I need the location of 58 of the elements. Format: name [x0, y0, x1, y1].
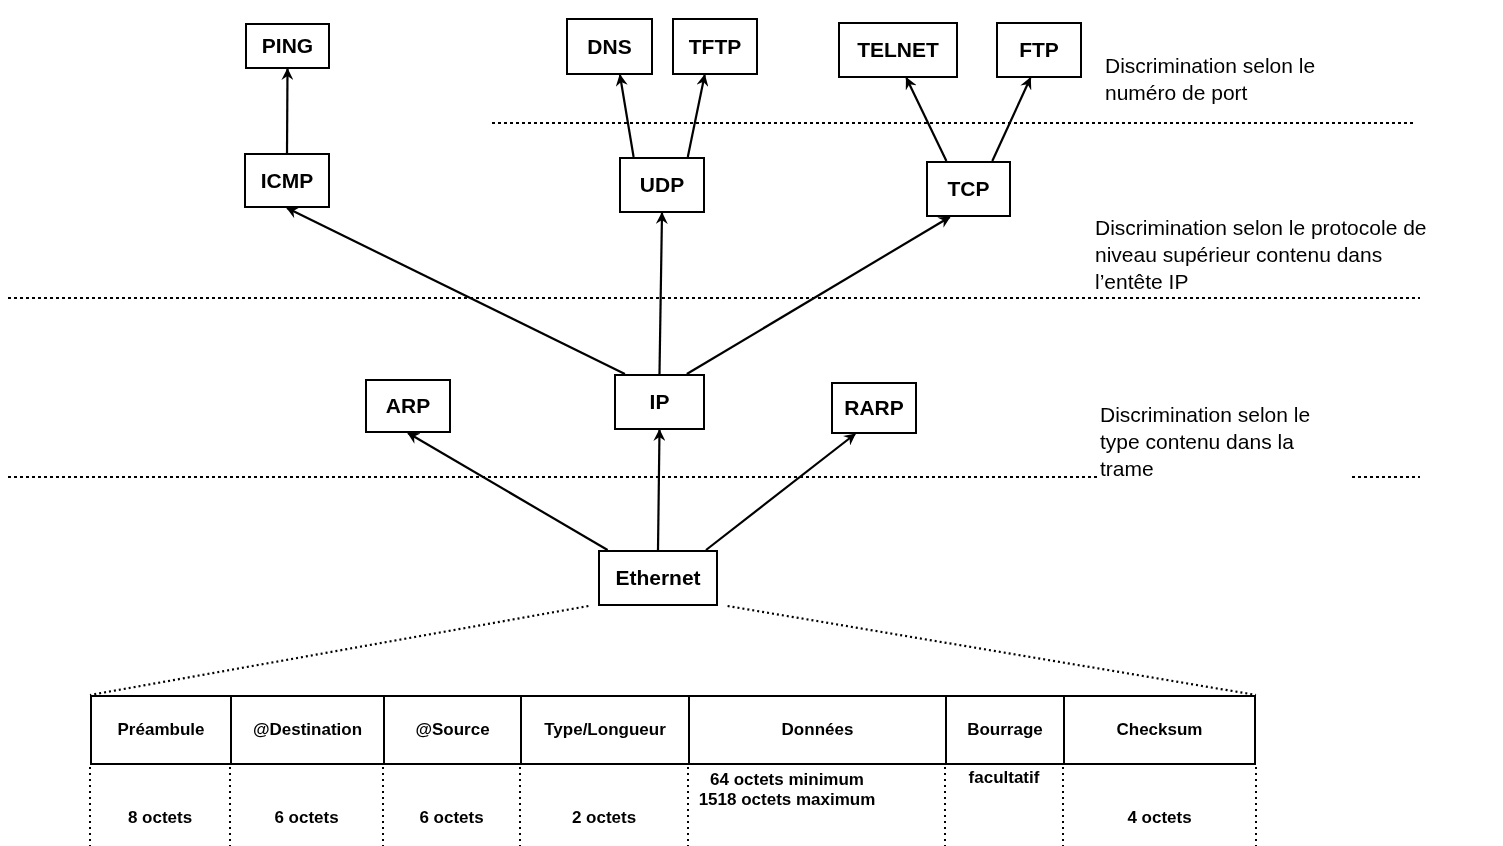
protocol-box [245, 23, 330, 69]
frame-field [383, 695, 520, 765]
field-name: Checksum [1116, 720, 1203, 740]
arrow [686, 216, 951, 375]
protocol-name: FTP [1019, 38, 1059, 62]
frame-field [945, 695, 1063, 765]
dotted-line [89, 604, 589, 697]
arrow [407, 432, 609, 551]
frame-field [230, 695, 383, 765]
dotted-line [727, 604, 1257, 697]
arrow [653, 429, 666, 550]
protocol-box [672, 18, 758, 75]
protocol-name: UDP [639, 173, 685, 197]
arrow [686, 74, 709, 158]
field-size: 2 octets [570, 808, 638, 828]
arrow [281, 68, 294, 153]
protocol-name: IP [649, 390, 670, 414]
protocol-box [619, 157, 705, 213]
field-name: @Source [415, 720, 490, 740]
frame-field [1063, 695, 1256, 765]
arrow [655, 212, 668, 374]
field-size: 6 octets [273, 808, 340, 828]
frame-field [520, 695, 688, 765]
frame-field [90, 695, 230, 765]
arrow [286, 207, 626, 375]
field-size: 8 octets [126, 808, 194, 828]
field-name: @Destination [252, 720, 363, 740]
protocol-box [598, 550, 718, 606]
protocol-name: ICMP [260, 168, 314, 193]
field-size: facultatif [967, 768, 1041, 788]
field-size: 6 octets [418, 808, 485, 828]
field-name: Données [781, 720, 854, 740]
arrow [905, 77, 948, 162]
arrow [705, 433, 856, 551]
field-size: 4 octets [1126, 808, 1193, 828]
protocol-name: PING [261, 34, 314, 58]
field-name: Bourrage [967, 720, 1043, 740]
frame-field [688, 695, 945, 765]
protocol-box [831, 382, 917, 434]
field-name: Préambule [117, 720, 205, 740]
protocol-name: TCP [947, 177, 990, 201]
protocol-box [614, 374, 705, 430]
protocol-name: TELNET [857, 38, 939, 62]
protocol-box [838, 22, 958, 78]
field-name: Type/Longueur [544, 720, 666, 740]
protocol-box [566, 18, 653, 75]
protocol-name: TFTP [688, 34, 742, 59]
field-size: 64 octets minimum 1518 octets maximum [697, 770, 877, 810]
protocol-name: DNS [587, 34, 632, 59]
arrow [991, 77, 1032, 162]
protocol-box [244, 153, 330, 208]
protocol-box [996, 22, 1082, 78]
protocol-box [926, 161, 1011, 217]
protocol-name: RARP [844, 396, 904, 420]
arrow [615, 74, 635, 158]
protocol-name: Ethernet [615, 566, 701, 590]
protocol-box [365, 379, 451, 433]
protocol-name: ARP [385, 394, 431, 418]
